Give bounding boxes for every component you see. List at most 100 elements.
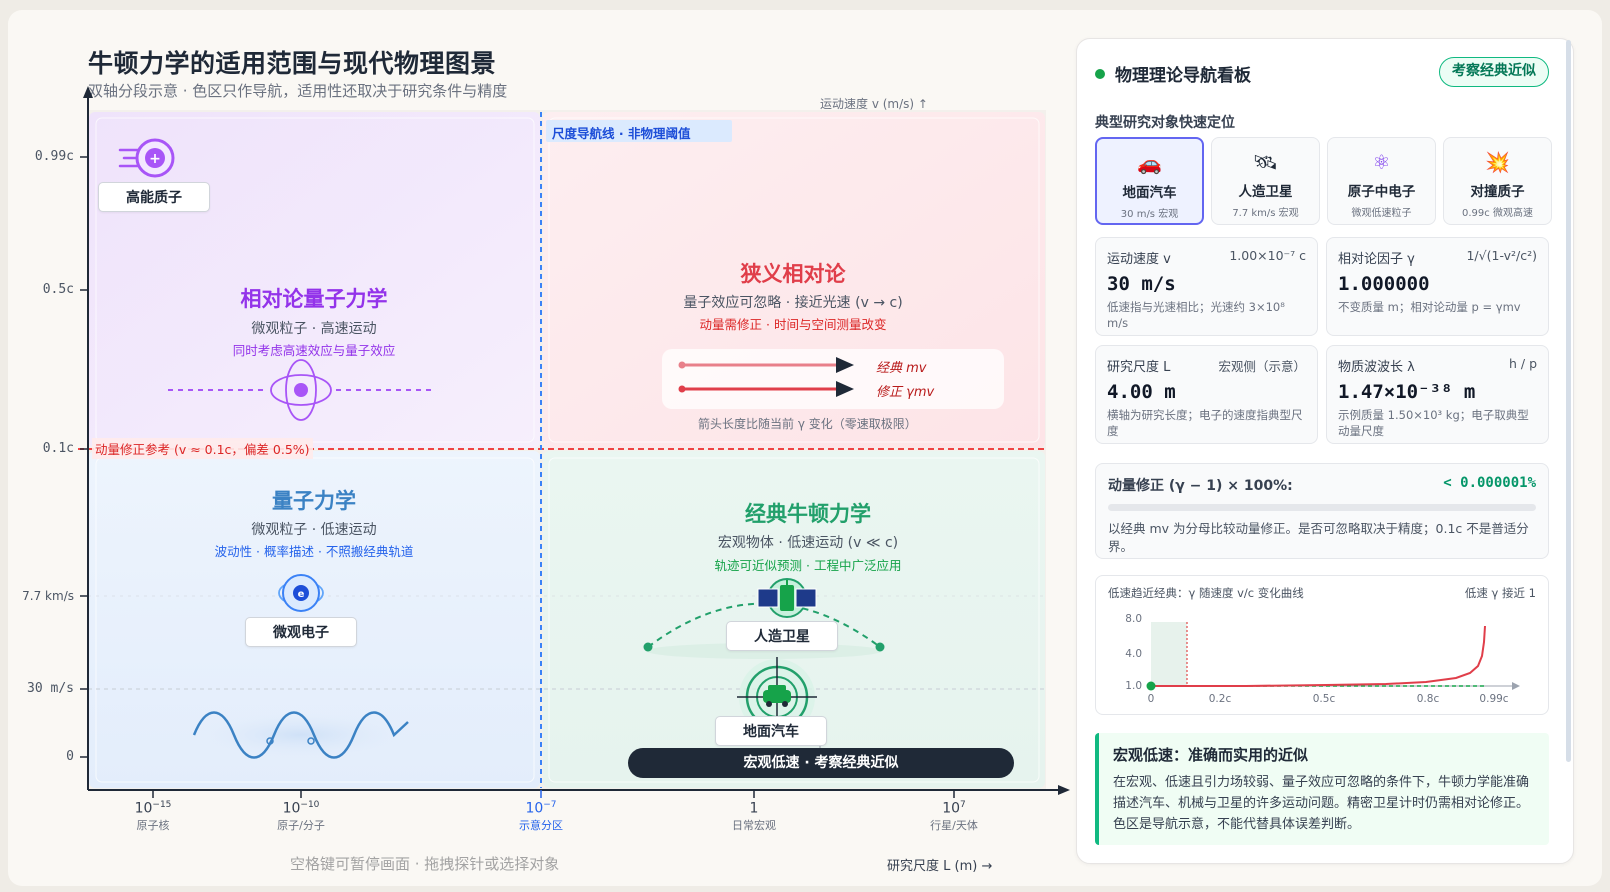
region-sub-classical: 宏观物体 · 低速运动 (v ≪ c) [717, 535, 899, 551]
metric-note: 横轴为研究长度；电子的速度指典型尺度 [1107, 408, 1303, 438]
metric-note: 不变质量 m；相对论动量 p = γmv [1338, 300, 1521, 314]
region-outline [548, 117, 1040, 443]
summary-text: 在宏观、低速且引力场较弱、量子效应可忽略的条件下，牛顿力学能准确描述汽车、机械与… [1113, 775, 1530, 832]
metric-label: 物质波波长 λ [1338, 360, 1415, 375]
curve-y-tick: 4.0 [1125, 648, 1142, 660]
metric-value: 1.000000 [1338, 273, 1430, 295]
curve-right-note: 低速 γ 接近 1 [1464, 586, 1536, 600]
curve-x-tick: 0.8c [1417, 693, 1440, 705]
current-point[interactable] [1146, 681, 1156, 691]
satellite-label[interactable]: 人造卫星 [726, 621, 838, 651]
region-outline [548, 457, 1040, 783]
object-card-electron[interactable]: ⚛ 原子中电子 微观低速粒子 [1327, 137, 1436, 225]
gamma-curve-box: 低速趋近经典：γ 随速度 v/c 变化曲线 低速 γ 接近 1 8.0 4.0 … [1095, 575, 1549, 715]
y-tick-label: 30 m/s [27, 681, 74, 696]
x-tick-label: 107 行星/天体 [930, 800, 978, 833]
proton-label[interactable]: 高能质子 [98, 182, 210, 212]
metric-note: 低速指与光速相比；光速约 3×10⁸ m/s [1107, 300, 1285, 330]
electron-label[interactable]: 微观电子 [245, 617, 357, 647]
arrow-label-classic: 经典 mv [876, 361, 927, 376]
curve-x-tick: 0.99c [1479, 693, 1508, 705]
y-tick-label: 0.5c [42, 282, 74, 297]
atom-icon [168, 359, 436, 421]
object-sub: 7.7 km/s 宏观 [1232, 208, 1299, 219]
region-title-classical: 经典牛顿力学 [745, 502, 871, 526]
object-sub: 30 m/s 宏观 [1120, 209, 1179, 220]
mode-badge[interactable]: 考察经典近似 [1439, 57, 1549, 87]
object-name: 人造卫星 [1238, 184, 1293, 200]
metric-note: 示例质量 1.50×10³ kg；电子取典型动量尺度 [1338, 408, 1529, 438]
object-name: 对撞质子 [1470, 184, 1525, 200]
region-note-quantum: 波动性 · 概率描述 · 不照搬经典轨道 [214, 544, 414, 559]
y-tick-label: 0.99c [34, 149, 74, 164]
x-tick-label: 10−15 原子核 [134, 800, 172, 833]
arrow-caption: 箭头长度比随当前 γ 变化（零速取极限） [698, 417, 917, 431]
object-selector: 🚗 地面汽车 30 m/s 宏观 🛰 人造卫星 7.7 km/s 宏观 ⚛ 原子… [1095, 137, 1552, 225]
satellite-icon[interactable] [757, 578, 817, 618]
correction-progress-bar [1108, 504, 1536, 511]
atom-icon: ⚛ [1372, 150, 1391, 174]
metric-label: 研究尺度 L [1107, 360, 1171, 375]
region-title-special-relativity: 狭义相对论 [740, 262, 846, 286]
metric-wavelength: 物质波波长 λ h / p 1.47×10⁻³⁸ m 示例质量 1.50×10³ … [1326, 345, 1549, 444]
region-outline [95, 117, 535, 443]
page-title: 牛顿力学的适用范围与现代物理图景 [88, 49, 497, 78]
metric-value: 30 m/s [1107, 273, 1176, 295]
metric-right: 1.00×10⁻⁷ c [1229, 248, 1306, 263]
interaction-hint: 空格键可暂停画面 · 拖拽探针或选择对象 [290, 855, 560, 873]
region-note-rel-quantum: 同时考虑高速效应与量子效应 [232, 343, 396, 358]
y-tick-label: 0 [66, 749, 74, 764]
metric-right: 1/√(1-v²/c²) [1466, 248, 1537, 263]
x-axis-arrow [1058, 785, 1070, 795]
object-sub: 0.99c 微观高速 [1462, 208, 1533, 219]
car-icon: 🚗 [1137, 151, 1162, 175]
summary-box: 宏观低速：准确而实用的近似 在宏观、低速且引力场较弱、量子效应可忽略的条件下，牛… [1095, 733, 1549, 845]
summary-title: 宏观低速：准确而实用的近似 [1113, 746, 1309, 764]
arrow-label-corrected: 修正 γmv [876, 385, 935, 400]
svg-text:e: e [298, 589, 305, 600]
object-card-satellite[interactable]: 🛰 人造卫星 7.7 km/s 宏观 [1211, 137, 1320, 225]
gamma-curve-chart[interactable]: 8.0 4.0 1.0 0 0.2c 0.5c 0.8c 0.99c [1096, 576, 1550, 716]
physics-nav-panel: 物理理论导航看板 考察经典近似 典型研究对象快速定位 🚗 地面汽车 30 m/s… [1076, 38, 1574, 864]
momentum-ref-tag: 动量修正参考 (v ≈ 0.1c，偏差 0.5%) [92, 438, 313, 459]
curve-x-arrow [1512, 682, 1520, 690]
x-tick-label: 10−10 原子/分子 [277, 800, 325, 833]
x-axis-title: 研究尺度 L (m) → [887, 859, 993, 874]
region-title-rel-quantum: 相对论量子力学 [240, 287, 388, 311]
panel-scrollbar[interactable] [1566, 40, 1571, 762]
region-outline [95, 457, 535, 783]
momentum-arrow-card [662, 349, 1004, 409]
car-label[interactable]: 地面汽车 [715, 716, 827, 746]
page-subtitle: 双轴分段示意 · 色区只作导航，适用性还取决于研究条件与精度 [88, 82, 508, 100]
nav-line-tag: 尺度导航线 · 非物理阈值 [546, 120, 732, 142]
momentum-correction-box: 动量修正 (γ − 1) × 100%: < 0.000001% 以经典 mv … [1095, 463, 1549, 559]
correction-value: < 0.000001% [1443, 475, 1536, 491]
object-card-proton[interactable]: 💥 对撞质子 0.99c 微观高速 [1443, 137, 1552, 225]
curve-y-tick: 1.0 [1125, 680, 1142, 692]
electron-icon[interactable]: e [278, 574, 324, 612]
region-sub-quantum: 微观粒子 · 低速运动 [251, 522, 377, 538]
metric-value: 1.47×10⁻³⁸ m [1338, 381, 1476, 403]
object-name: 地面汽车 [1122, 185, 1177, 201]
collision-icon: 💥 [1485, 150, 1510, 174]
proton-icon[interactable]: + [118, 138, 175, 178]
wave-icon [191, 711, 411, 759]
region-sub-rel-quantum: 微观粒子 · 高速运动 [251, 321, 377, 337]
y-axis-arrow [83, 86, 93, 98]
x-tick-label: 1 日常宏观 [732, 800, 776, 833]
section-label: 典型研究对象快速定位 [1095, 115, 1235, 131]
object-name: 原子中电子 [1347, 184, 1416, 200]
classical-approx-pill[interactable]: 宏观低速 · 考察经典近似 [628, 748, 1014, 778]
panel-header: 物理理论导航看板 [1095, 61, 1251, 86]
region-classical[interactable] [543, 451, 1045, 788]
region-note-classical: 轨迹可近似预测 · 工程中广泛应用 [714, 558, 902, 573]
metric-right: 宏观侧（示意） [1218, 359, 1306, 374]
metric-right: h / p [1508, 356, 1537, 371]
object-card-car[interactable]: 🚗 地面汽车 30 m/s 宏观 [1095, 137, 1204, 225]
status-dot-icon [1095, 68, 1105, 79]
region-note-special-relativity: 动量需修正 · 时间与空间测量改变 [699, 317, 887, 332]
gamma-curve-line [1151, 625, 1486, 687]
